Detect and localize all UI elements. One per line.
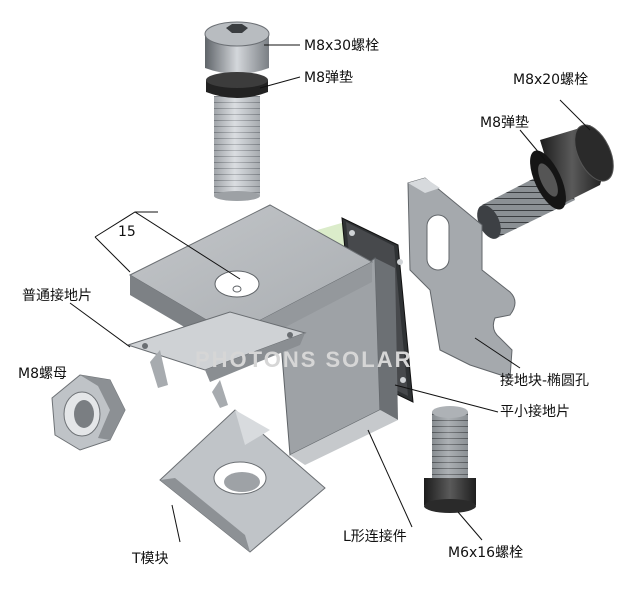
- leader-ground-block: [474, 337, 521, 369]
- leader-lines: [69, 44, 591, 543]
- bolt-m8x30: [204, 21, 270, 201]
- label-t-block: T模块: [131, 551, 169, 567]
- plain-ground-plate: [126, 311, 307, 408]
- watermark-text: PHOTONS SOLAR: [195, 347, 413, 372]
- spring-washer-right: [530, 150, 566, 210]
- leader-bolt-m6x16: [457, 511, 483, 541]
- leader-l-connector: [367, 429, 413, 528]
- bolt-m6x16: [424, 406, 476, 513]
- label-ground-block-oval-hole: 接地块-椭圆孔: [500, 372, 589, 389]
- l-shaped-connector: [279, 257, 398, 465]
- leader-bolt-m8x20: [559, 99, 591, 131]
- label-spring-washer-right: M8弹垫: [480, 115, 529, 131]
- leader-dim-15-b: [94, 236, 131, 273]
- leader-flat-small-plate: [394, 384, 499, 413]
- leader-washer-top: [259, 76, 301, 89]
- label-flat-small-ground-plate: 平小接地片: [500, 403, 570, 420]
- label-bolt-m8x30: M8x30螺栓: [304, 38, 379, 54]
- label-bolt-m8x20: M8x20螺栓: [513, 72, 588, 88]
- leader-washer-right: [519, 129, 546, 161]
- label-spring-washer-top: M8弹垫: [304, 70, 353, 86]
- label-bolt-m6x16: M6x16螺栓: [448, 545, 523, 561]
- spring-washer-top: [206, 72, 268, 98]
- label-plain-ground-plate: 普通接地片: [22, 287, 92, 304]
- ground-block-oval-hole: [407, 177, 516, 379]
- label-dimension-15: 15: [118, 224, 136, 240]
- label-l-connector: L形连接件: [343, 528, 407, 545]
- leader-plain-ground-plate: [69, 302, 131, 348]
- leader-t-block: [171, 504, 181, 543]
- m8-nut: [51, 374, 126, 451]
- t-block: [159, 409, 326, 553]
- label-m8-nut: M8螺母: [18, 366, 67, 382]
